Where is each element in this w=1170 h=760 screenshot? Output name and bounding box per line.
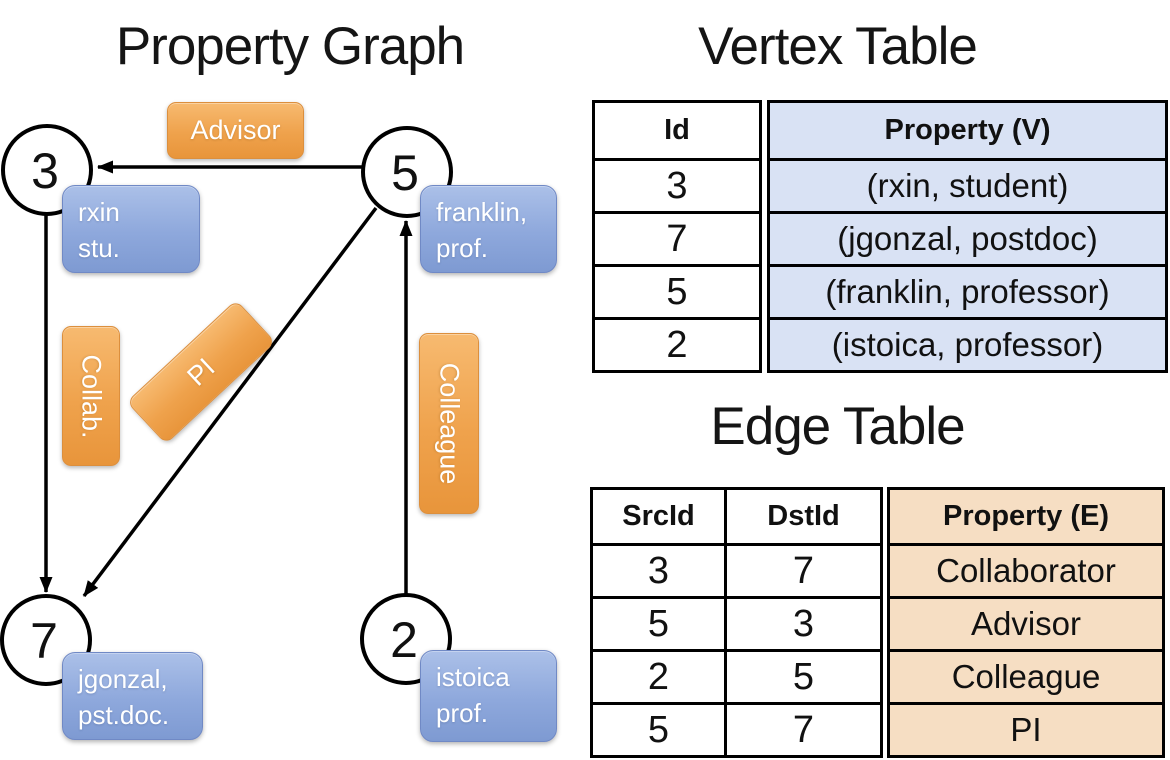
edge-property-cell: Advisor: [890, 596, 1162, 649]
edge-dstid-cell: 3: [727, 596, 880, 649]
vertex-id-cell: 3: [595, 158, 759, 211]
vertex-label-rxin: rxin stu.: [62, 185, 200, 273]
edge-table-srcid-column: SrcId 3 5 2 5: [593, 490, 724, 755]
vertex-label-istoica-line1: istoica: [436, 662, 510, 692]
vertex-label-rxin-line2: stu.: [78, 233, 120, 263]
node-id-5: 5: [391, 145, 419, 201]
edge-table-srcid-header: SrcId: [622, 500, 695, 532]
node-id-3: 3: [31, 143, 59, 199]
vertex-label-jgonzal: jgonzal, pst.doc.: [62, 652, 203, 740]
vertex-label-franklin: franklin, prof.: [420, 185, 557, 273]
edge-label-advisor-text: Advisor: [190, 115, 281, 145]
edge-srcid-cell: 2: [593, 649, 724, 702]
vertex-label-franklin-line1: franklin,: [436, 197, 528, 227]
vertex-label-jgonzal-line1: jgonzal,: [78, 664, 168, 694]
edge-label-collab: Collab.: [62, 326, 120, 466]
edge-table-id-columns: SrcId 3 5 2 5 DstId 7 3 5 7: [590, 487, 883, 758]
vertex-table-property-header: Property (V): [884, 114, 1051, 146]
edge-property-cell: Collaborator: [890, 543, 1162, 596]
property-graph-title: Property Graph: [115, 17, 465, 76]
vertex-id-cell: 5: [595, 264, 759, 317]
vertex-label-franklin-line2: prof.: [436, 233, 489, 263]
edge-label-advisor: Advisor: [167, 102, 304, 159]
edge-table-dstid-column: DstId 7 3 5 7: [724, 490, 880, 755]
edge-dstid-cell: 7: [727, 702, 880, 755]
vertex-label-jgonzal-line2: pst.doc.: [78, 700, 170, 730]
vertex-label-istoica-line2: prof.: [436, 698, 489, 728]
edge-label-colleague: Colleague: [419, 333, 479, 514]
edge-srcid-cell: 5: [593, 702, 724, 755]
edge-label-pi-text: PI: [181, 351, 221, 392]
node-id-7: 7: [30, 613, 58, 669]
edge-srcid-cell: 3: [593, 543, 724, 596]
vertex-property-cell: (franklin, professor): [770, 264, 1165, 317]
edge-label-colleague-text: Colleague: [434, 362, 465, 485]
edge-property-cell: PI: [890, 702, 1162, 755]
node-id-2: 2: [390, 612, 418, 668]
edge-table-title: Edge Table: [710, 397, 965, 456]
vertex-property-cell: (jgonzal, postdoc): [770, 211, 1165, 264]
edge-table-property-column: Property (E) Collaborator Advisor Collea…: [887, 487, 1165, 758]
edge-table-dstid-header: DstId: [767, 500, 840, 532]
edge-dstid-cell: 5: [727, 649, 880, 702]
vertex-table-id-header: Id: [664, 114, 690, 146]
vertex-property-cell: (rxin, student): [770, 158, 1165, 211]
vertex-table-title: Vertex Table: [698, 17, 978, 76]
edge-dstid-cell: 7: [727, 543, 880, 596]
edge-property-cell: Colleague: [890, 649, 1162, 702]
vertex-table-property-column: Property (V) (rxin, student) (jgonzal, p…: [767, 100, 1168, 373]
vertex-id-cell: 7: [595, 211, 759, 264]
edge-label-collab-text: Collab.: [76, 353, 107, 439]
vertex-label-rxin-line1: rxin: [78, 197, 120, 227]
edge-srcid-cell: 5: [593, 596, 724, 649]
edge-pi-5-to-7: [82, 206, 378, 598]
edge-table-property-header: Property (E): [943, 500, 1109, 532]
vertex-label-istoica: istoica prof.: [420, 650, 557, 742]
vertex-property-cell: (istoica, professor): [770, 317, 1165, 370]
vertex-table-id-column: Id 3 7 5 2: [592, 100, 762, 373]
vertex-id-cell: 2: [595, 317, 759, 370]
